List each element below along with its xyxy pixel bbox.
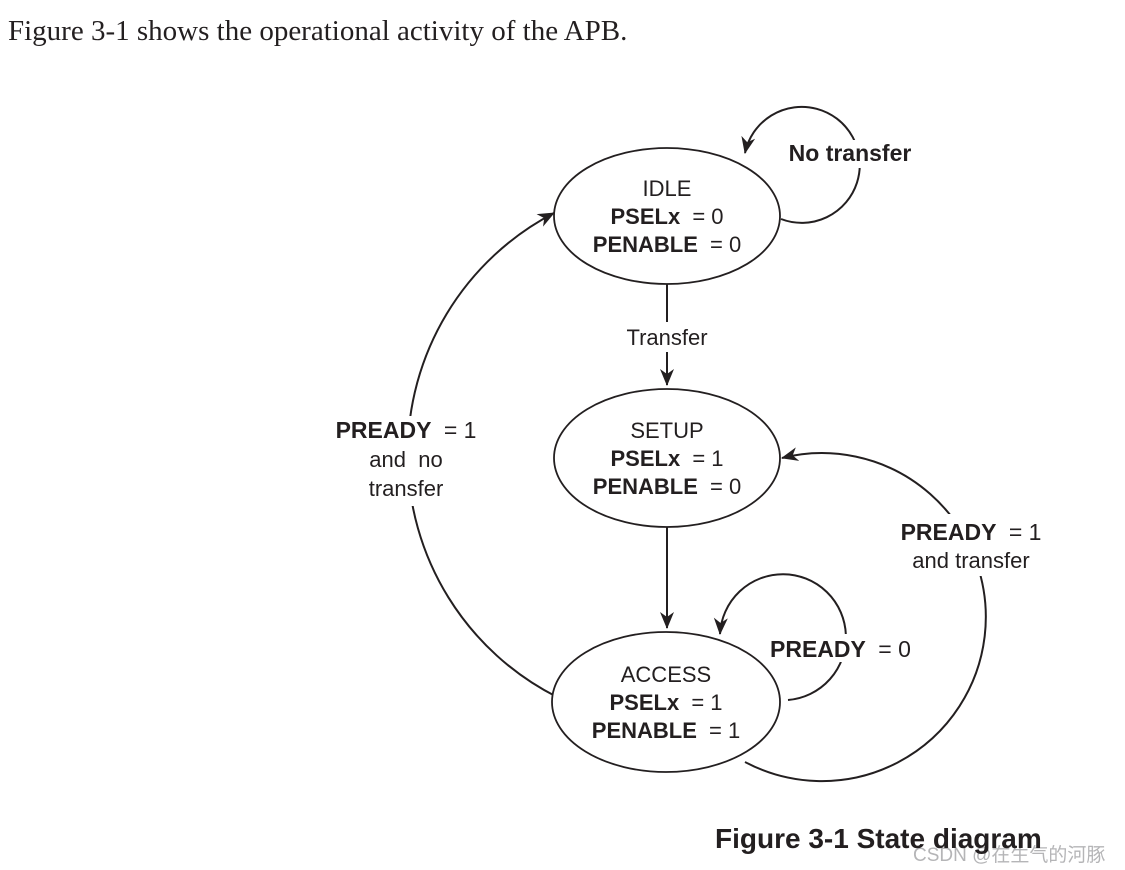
label-pready-1-no-transfer-line3: transfer [369,476,444,501]
transition-access-to-setup-arc [744,447,987,783]
transition-idle-self-arc [741,105,861,224]
state-setup-name: SETUP [630,418,703,443]
figure-caption: Figure 3-1 State diagram [715,823,1042,854]
state-idle-penable-line: PENABLE = 0 [593,232,741,257]
state-access-penable-line: PENABLE = 1 [592,718,740,743]
state-idle-name: IDLE [643,176,692,201]
label-pready-1-transfer-line1: PREADY = 1 [901,519,1042,545]
pready0-label-background [762,634,918,662]
transition-access-self-arc [713,573,847,701]
transfer-label-background [620,322,715,352]
state-access-ellipse [551,631,781,773]
label-transfer: Transfer [626,325,707,350]
label-no-transfer: No transfer [789,140,912,166]
no-transfer-label-background [779,140,921,168]
pready1-no-transfer-label-background [328,416,483,506]
pready1-transfer-label-background [888,514,1052,576]
state-idle-psel-line: PSELx = 0 [610,204,723,229]
state-access-name: ACCESS [621,662,711,687]
state-access-psel-line: PSELx = 1 [609,690,722,715]
label-pready-0: PREADY = 0 [770,636,911,662]
label-pready-1-transfer-line2: and transfer [912,548,1029,573]
state-idle-ellipse [553,147,781,285]
label-pready-1-no-transfer-line2: and no [369,447,442,472]
state-setup-penable-line: PENABLE = 0 [593,474,741,499]
intro-sentence: Figure 3-1 shows the operational activit… [8,15,627,47]
csdn-watermark: CSDN @在生气的河豚 [913,844,1105,866]
state-setup-ellipse [553,388,781,528]
state-setup-psel-line: PSELx = 1 [610,446,723,471]
label-pready-1-no-transfer-line1: PREADY = 1 [336,417,477,443]
